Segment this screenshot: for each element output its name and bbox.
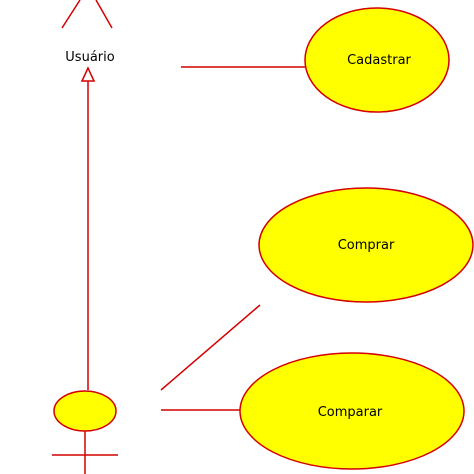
actor-usuario-right-leg — [95, 0, 113, 29]
use-case-comparar[interactable]: Comparar — [239, 352, 465, 470]
association-bottom-comprar — [160, 304, 261, 391]
use-case-comprar-ellipse — [258, 187, 474, 303]
actor-bottom[interactable] — [52, 390, 118, 474]
actor-bottom-head — [53, 390, 117, 432]
use-case-cadastrar[interactable]: Cadastrar — [304, 7, 450, 113]
use-case-comprar[interactable]: Comprar — [258, 187, 474, 303]
actor-usuario[interactable]: Usuário — [61, 0, 115, 65]
use-case-comparar-ellipse — [239, 352, 465, 470]
use-case-cadastrar-ellipse — [304, 7, 450, 113]
generalization-arrowhead-icon — [80, 66, 96, 82]
use-case-comparar-label: Comparar — [318, 405, 383, 420]
actor-usuario-left-leg — [61, 0, 81, 29]
actor-usuario-label: Usuário — [65, 50, 114, 65]
use-case-cadastrar-label: Cadastrar — [347, 53, 411, 68]
use-case-comprar-label: Comprar — [338, 238, 395, 253]
generalization-arrow — [80, 66, 96, 390]
